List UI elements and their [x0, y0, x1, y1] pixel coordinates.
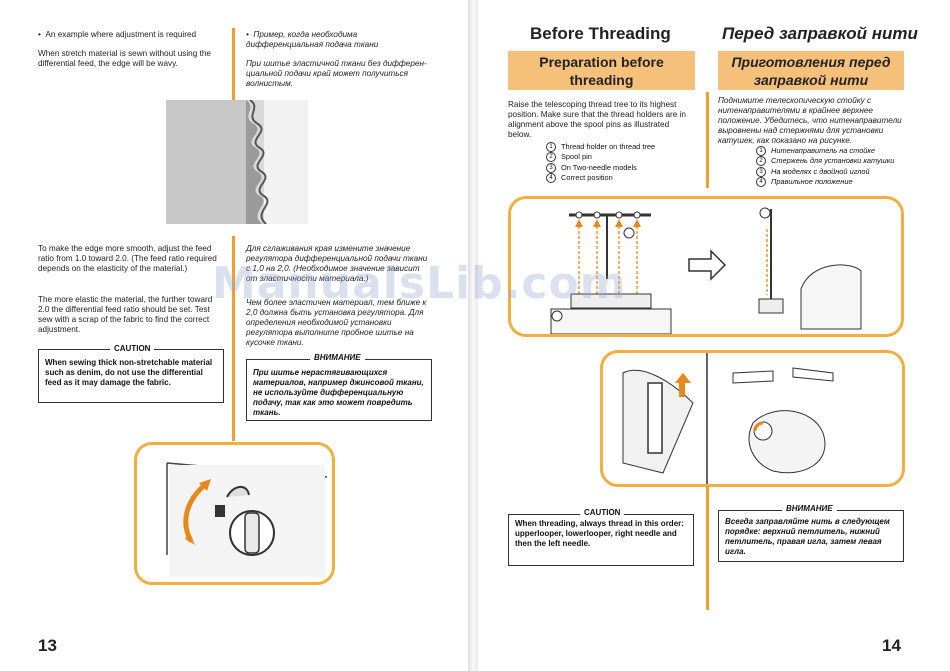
para3-en: The more elastic the material, the furth…	[38, 295, 213, 334]
page-number-left: 13	[38, 636, 57, 655]
para3-ru: Чем более эластичен материал, тем ближе …	[246, 298, 427, 347]
watermark: ManualsLib.com	[212, 258, 627, 309]
divider-right-bottom	[706, 486, 709, 610]
thread-tree-adjustment-illustration	[600, 350, 905, 487]
heading-ru: Перед заправкой нити	[722, 24, 918, 43]
right-page: Before Threading Перед заправкой нити Pr…	[478, 0, 950, 671]
caution-box-en-right: When threading, always thread in this or…	[508, 514, 694, 566]
caution-title-ru-right: ВНИМАНИЕ	[782, 504, 837, 513]
bullet-ru: • Пример, когда необходима дифференциаль…	[246, 30, 379, 49]
left-page: • An example where adjustment is require…	[0, 0, 470, 671]
caution-box-ru: При шитье нерастягивающихся материалов, …	[246, 359, 432, 421]
caution-title-ru: ВНИМАНИЕ	[310, 353, 365, 362]
intro-en: Raise the telescoping thread tree to its…	[508, 100, 686, 139]
thread-tree-illustration	[508, 196, 904, 337]
subheading-ru: Приготовления перед заправкой нити	[718, 51, 904, 90]
subheading-en: Preparation before threading	[508, 51, 695, 90]
caution-box-ru-right: Всегда заправляйте нить в следующем поря…	[718, 510, 904, 562]
wavy-fabric-photo	[166, 99, 308, 225]
bullet-en: • An example where adjustment is require…	[38, 30, 197, 39]
heading-en: Before Threading	[530, 24, 671, 43]
divider-right-top	[706, 92, 709, 188]
divider-middle	[232, 236, 235, 441]
para1-en: When stretch material is sewn without us…	[38, 49, 211, 68]
caution-title-en: CAUTION	[110, 344, 155, 353]
caution-title-en-right: CAUTION	[580, 508, 625, 517]
intro-ru: Поднимите телескопическую стойку с нитен…	[718, 96, 902, 145]
caution-box-en: When sewing thick non-stretchable materi…	[38, 349, 224, 403]
divider-top	[232, 28, 235, 100]
para2-en: To make the edge more smooth, adjust the…	[38, 244, 217, 273]
differential-feed-dial-illustration	[134, 442, 335, 585]
book-gutter	[468, 0, 480, 671]
page-number-right: 14	[882, 636, 901, 655]
para1-ru: При шитье эластичной ткани без дифферен-…	[246, 59, 427, 88]
para2-ru: Для сглаживания края измените значение р…	[246, 244, 428, 283]
